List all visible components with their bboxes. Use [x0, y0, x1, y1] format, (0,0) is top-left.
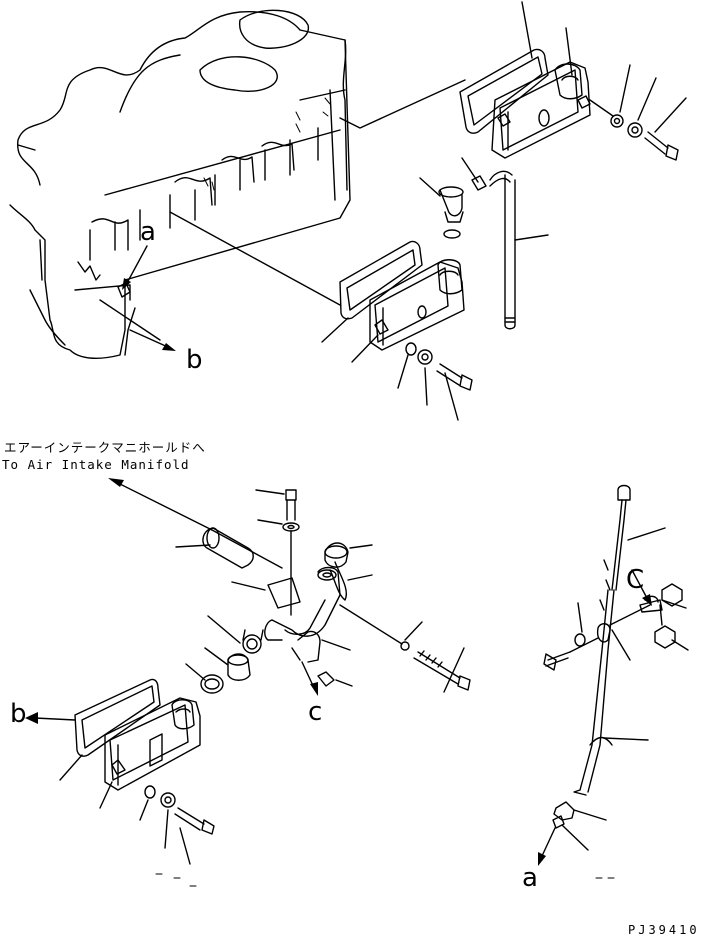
callout-b-top: b	[186, 345, 203, 375]
callout-a-bottom: a	[522, 863, 538, 893]
drawing-code: PJ39410	[628, 923, 700, 937]
dipstick-assembly: C a	[522, 484, 689, 893]
intake-note-en: To Air Intake Manifold	[2, 457, 190, 472]
callout-b-top-group: b	[129, 329, 203, 375]
callout-c-center: c	[308, 697, 322, 727]
intake-note-jp: エアーインテークマニホールドへ	[4, 440, 206, 455]
front-side-cover	[169, 211, 473, 421]
breather-hose-assembly: c	[108, 478, 471, 727]
callout-c-right: C	[626, 565, 644, 595]
breather-assembly	[419, 157, 549, 330]
lower-side-cover: b	[10, 678, 215, 887]
callout-a-top-group: a	[117, 217, 156, 298]
callout-b-left: b	[10, 699, 27, 729]
callout-a-top: a	[140, 217, 156, 247]
engine-block	[9, 9, 351, 359]
rear-side-cover	[339, 1, 687, 161]
intake-note: エアーインテークマニホールドへ To Air Intake Manifold	[2, 440, 206, 472]
